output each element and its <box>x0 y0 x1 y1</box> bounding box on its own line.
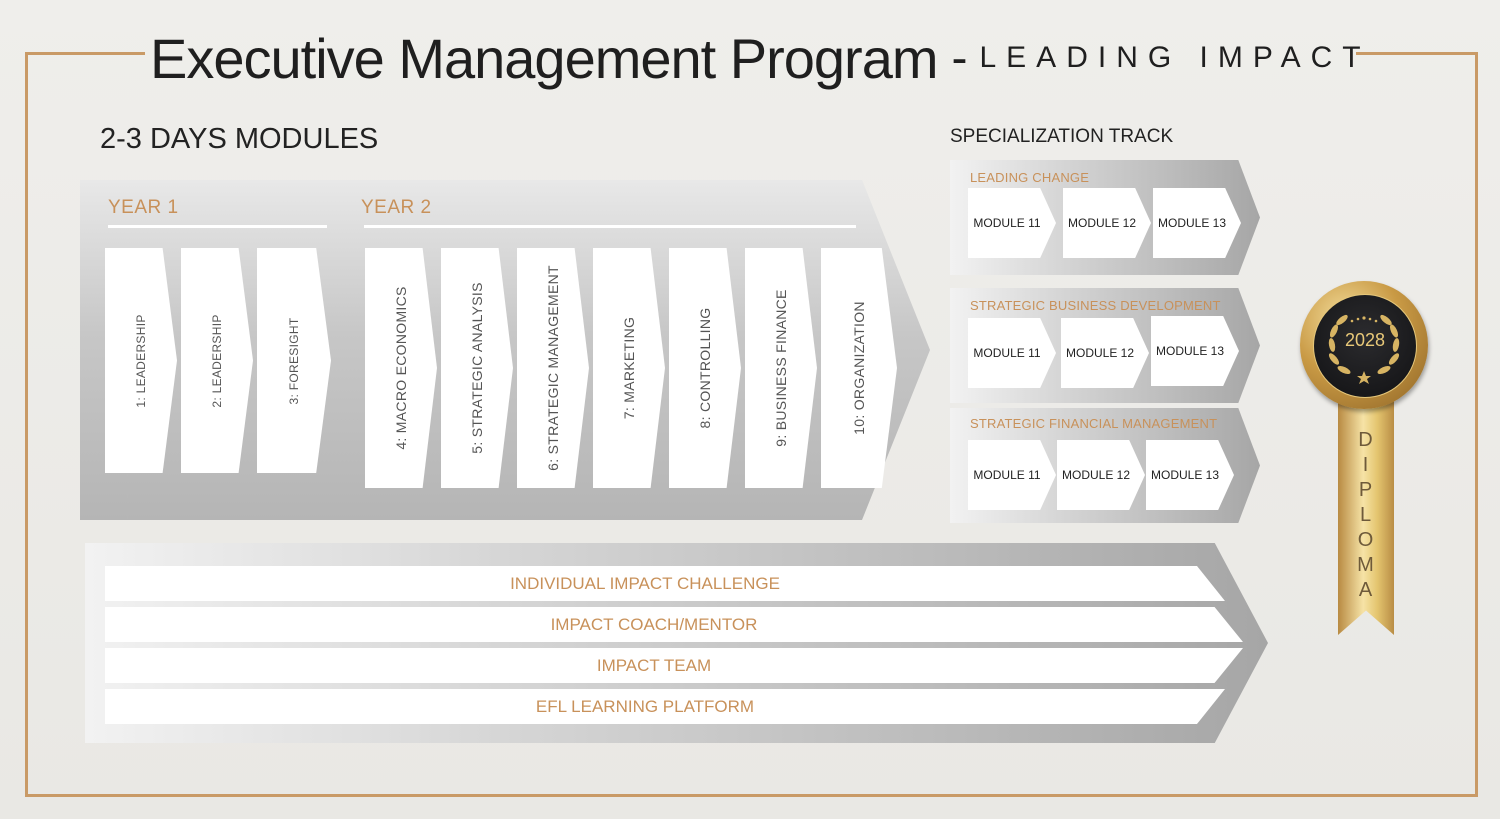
track-module-label: MODULE 12 <box>1067 216 1137 230</box>
track3-module-11: MODULE 11 <box>968 440 1056 510</box>
track-label-1: LEADING CHANGE <box>970 170 1090 185</box>
frame-bottom <box>25 794 1478 797</box>
module-year2-9: 9: BUSINESS FINANCE <box>745 248 817 488</box>
title-dash: - <box>951 31 968 85</box>
module-label: 4: MACRO ECONOMICS <box>393 286 409 450</box>
modules-section-label: 2-3 DAYS MODULES <box>100 123 379 155</box>
module-label: 6: STRATEGIC MANAGEMENT <box>545 265 561 471</box>
support-row-3: IMPACT TEAM <box>105 648 1243 683</box>
diploma-letter: M <box>1357 554 1375 576</box>
year2-rule <box>364 225 856 228</box>
diploma-letter: P <box>1358 479 1374 501</box>
track2-module-12: MODULE 12 <box>1061 318 1149 388</box>
track1-module-11: MODULE 11 <box>968 188 1056 258</box>
title-subtitle: LEADING IMPACT <box>979 41 1371 74</box>
diploma-year: 2028 <box>1344 330 1386 350</box>
support-row-2: IMPACT COACH/MENTOR <box>105 607 1243 642</box>
specialization-label: SPECIALIZATION TRACK <box>950 126 1174 147</box>
diploma-letter: A <box>1358 579 1374 601</box>
module-year2-6: 6: STRATEGIC MANAGEMENT <box>517 248 589 488</box>
track-module-label: MODULE 13 <box>1157 216 1227 230</box>
diploma-letters: D I P L O M A <box>1338 428 1394 603</box>
module-label: 3: FORESIGHT <box>287 317 301 404</box>
support-row-label: INDIVIDUAL IMPACT CHALLENGE <box>510 573 780 593</box>
module-label: 8: CONTROLLING <box>697 307 713 429</box>
page-title: Executive Management Program - LEADING I… <box>150 18 1361 98</box>
module-year1-1: 1: LEADERSHIP <box>105 248 177 473</box>
diploma-letter: D <box>1358 429 1374 451</box>
track1-module-13: MODULE 13 <box>1153 188 1241 258</box>
track-module-label: MODULE 13 <box>1155 344 1225 358</box>
support-row-1: INDIVIDUAL IMPACT CHALLENGE <box>105 566 1225 601</box>
title-main: Executive Management Program <box>150 26 938 90</box>
track3-module-13: MODULE 13 <box>1146 440 1234 510</box>
year1-label: YEAR 1 <box>108 197 179 218</box>
track2-module-13: MODULE 13 <box>1151 316 1239 386</box>
module-year2-8: 8: CONTROLLING <box>669 248 741 488</box>
track-label-2: STRATEGIC BUSINESS DEVELOPMENT <box>970 298 1221 313</box>
module-year2-7: 7: MARKETING <box>593 248 665 488</box>
track-module-label: MODULE 11 <box>973 216 1041 230</box>
module-year2-4: 4: MACRO ECONOMICS <box>365 248 437 488</box>
track-module-label: MODULE 12 <box>1061 468 1131 482</box>
track1-module-12: MODULE 12 <box>1063 188 1151 258</box>
support-row-4: EFL LEARNING PLATFORM <box>105 689 1225 724</box>
module-label: 7: MARKETING <box>621 316 637 420</box>
track-module-label: MODULE 11 <box>973 346 1041 360</box>
track-label-3: STRATEGIC FINANCIAL MANAGEMENT <box>970 416 1218 431</box>
diploma-ribbon <box>1338 390 1394 635</box>
diploma-letter: L <box>1359 504 1373 526</box>
module-year2-5: 5: STRATEGIC ANALYSIS <box>441 248 513 488</box>
module-label: 9: BUSINESS FINANCE <box>773 289 789 447</box>
track3-module-12: MODULE 12 <box>1057 440 1145 510</box>
diploma-letter: O <box>1357 529 1375 551</box>
module-year1-3: 3: FORESIGHT <box>257 248 331 473</box>
laurel-wreath-icon <box>1328 314 1400 384</box>
track-module-label: MODULE 11 <box>973 468 1041 482</box>
module-label: 2: LEADERSHIP <box>210 313 224 408</box>
module-year1-2: 2: LEADERSHIP <box>181 248 253 473</box>
support-row-label: IMPACT TEAM <box>596 655 712 675</box>
year2-label: YEAR 2 <box>361 197 432 218</box>
module-label: 5: STRATEGIC ANALYSIS <box>469 282 485 454</box>
support-row-label: IMPACT COACH/MENTOR <box>550 614 758 634</box>
track-module-label: MODULE 12 <box>1065 346 1135 360</box>
frame-top-right <box>1356 52 1478 55</box>
track-module-label: MODULE 13 <box>1150 468 1220 482</box>
module-label: 1: LEADERSHIP <box>134 313 148 408</box>
diploma-letter: I <box>1362 454 1370 476</box>
module-label: 10: ORGANIZATION <box>851 301 867 435</box>
frame-right <box>1475 52 1478 797</box>
module-year2-10: 10: ORGANIZATION <box>821 248 897 488</box>
frame-left <box>25 52 28 797</box>
frame-top-left <box>25 52 145 55</box>
support-row-label: EFL LEARNING PLATFORM <box>535 696 755 716</box>
year1-rule <box>108 225 327 228</box>
track2-module-11: MODULE 11 <box>968 318 1056 388</box>
